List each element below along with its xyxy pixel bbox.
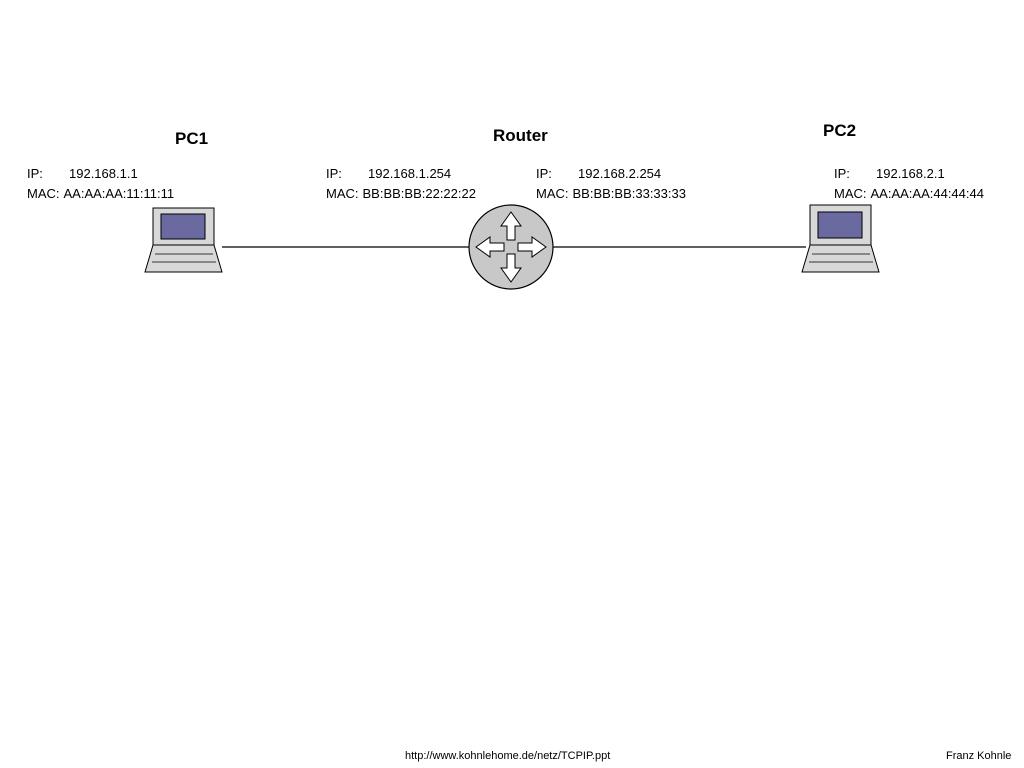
pc1-ip-label: IP: [27, 166, 43, 181]
pc2-mac-value: AA:AA:AA:44:44:44 [870, 186, 984, 201]
footer-source-url: http://www.kohnlehome.de/netz/TCPIP.ppt [405, 750, 611, 762]
footer-author: Franz Kohnle [946, 750, 1012, 762]
router-right-mac-label: MAC: [536, 186, 569, 201]
pc2-laptop-icon[interactable] [801, 204, 880, 273]
pc2-mac-label: MAC: [834, 186, 867, 201]
router-title: Router [493, 126, 548, 145]
router-left-address-block: IP: 192.168.1.254 MAC:BB:BB:BB:22:22:22 [326, 164, 476, 204]
pc1-laptop-icon[interactable] [144, 207, 223, 273]
router-right-ip-label: IP: [536, 166, 552, 181]
router-left-ip-label: IP: [326, 166, 342, 181]
router-left-ip-value: 192.168.1.254 [368, 166, 452, 181]
pc1-mac-label: MAC: [27, 186, 60, 201]
pc1-ip-value: 192.168.1.1 [69, 166, 138, 181]
router-right-address-block: IP: 192.168.2.254 MAC:BB:BB:BB:33:33:33 [536, 164, 686, 204]
pc1-address-block: IP: 192.168.1.1 MAC:AA:AA:AA:11:11:11 [27, 164, 174, 204]
router-left-mac-value: BB:BB:BB:22:22:22 [362, 186, 476, 201]
pc2-title: PC2 [823, 121, 857, 140]
pc2-ip-label: IP: [834, 166, 850, 181]
pc2-address-block: IP: 192.168.2.1 MAC:AA:AA:AA:44:44:44 [834, 164, 984, 204]
router-icon[interactable] [468, 204, 554, 290]
pc2-ip-value: 192.168.2.1 [876, 166, 945, 181]
router-right-mac-value: BB:BB:BB:33:33:33 [572, 186, 686, 201]
router-right-ip-value: 192.168.2.254 [578, 166, 662, 181]
pc1-title: PC1 [175, 129, 209, 148]
pc1-mac-value: AA:AA:AA:11:11:11 [63, 186, 175, 201]
router-left-mac-label: MAC: [326, 186, 359, 201]
